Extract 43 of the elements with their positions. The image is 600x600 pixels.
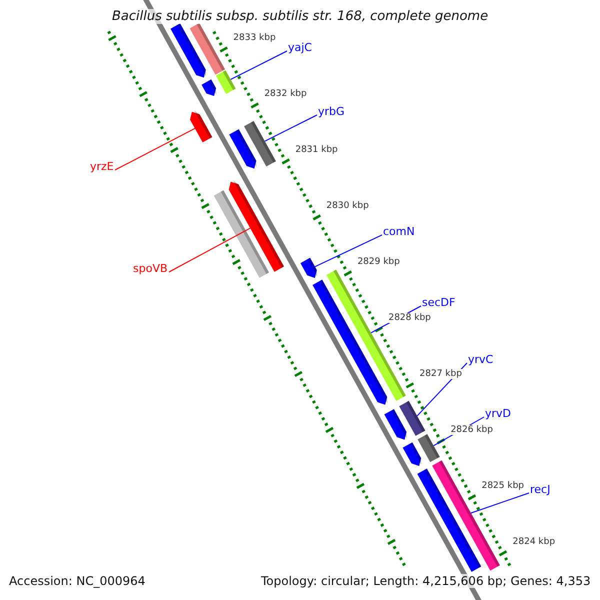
scale-label: 2827 kbp	[420, 368, 462, 379]
scale-label: 2824 kbp	[512, 536, 556, 547]
gene-feature	[190, 23, 226, 75]
leader-line	[470, 492, 530, 514]
genome-info-text: Topology: circular; Length: 4,215,606 bp; Genes: 4,353	[261, 574, 591, 588]
gene-feature	[214, 190, 270, 278]
scale-label: 2829 kbp	[357, 256, 400, 267]
gene-feature	[216, 70, 236, 94]
gene-feature	[399, 400, 426, 436]
gene-feature	[417, 468, 482, 572]
gene-feature	[418, 434, 440, 462]
gene-feature	[384, 409, 407, 440]
gene-feature	[229, 129, 257, 169]
gene-label: spoVB	[133, 262, 168, 275]
leader-line	[114, 128, 196, 170]
scale-label: 2832 kbp	[264, 88, 307, 99]
gene-label: secDF	[422, 296, 456, 309]
gene-label: recJ	[530, 483, 550, 496]
scale-label: 2833 kbp	[233, 32, 276, 43]
gene-feature	[228, 180, 284, 272]
accession-text: Accession: NC_000964	[9, 574, 146, 588]
gene-feature	[170, 23, 206, 78]
scale-label: 2828 kbp	[388, 312, 431, 323]
leader-line	[230, 50, 288, 80]
scale-label: 2831 kbp	[295, 144, 338, 155]
gene-label: yrvD	[485, 407, 512, 420]
gene-label: yajC	[288, 41, 312, 54]
gene-feature	[312, 280, 388, 405]
scale-label: 2826 kbp	[450, 424, 493, 435]
gene-label: yrvC	[468, 353, 494, 366]
leader-line	[264, 114, 318, 142]
gene-label: comN	[383, 225, 415, 238]
leader-line	[168, 228, 251, 272]
gene-feature	[202, 79, 216, 96]
gene-label: yrzE	[90, 160, 114, 173]
gene-feature	[190, 110, 212, 142]
scale-label: 2825 kbp	[482, 480, 524, 491]
scale-label: 2830 kbp	[326, 200, 369, 211]
gene-label: yrbG	[318, 105, 345, 118]
gene-feature	[402, 442, 422, 466]
gene-feature	[300, 258, 318, 278]
gene-feature	[244, 120, 276, 167]
leader-line	[314, 234, 382, 268]
